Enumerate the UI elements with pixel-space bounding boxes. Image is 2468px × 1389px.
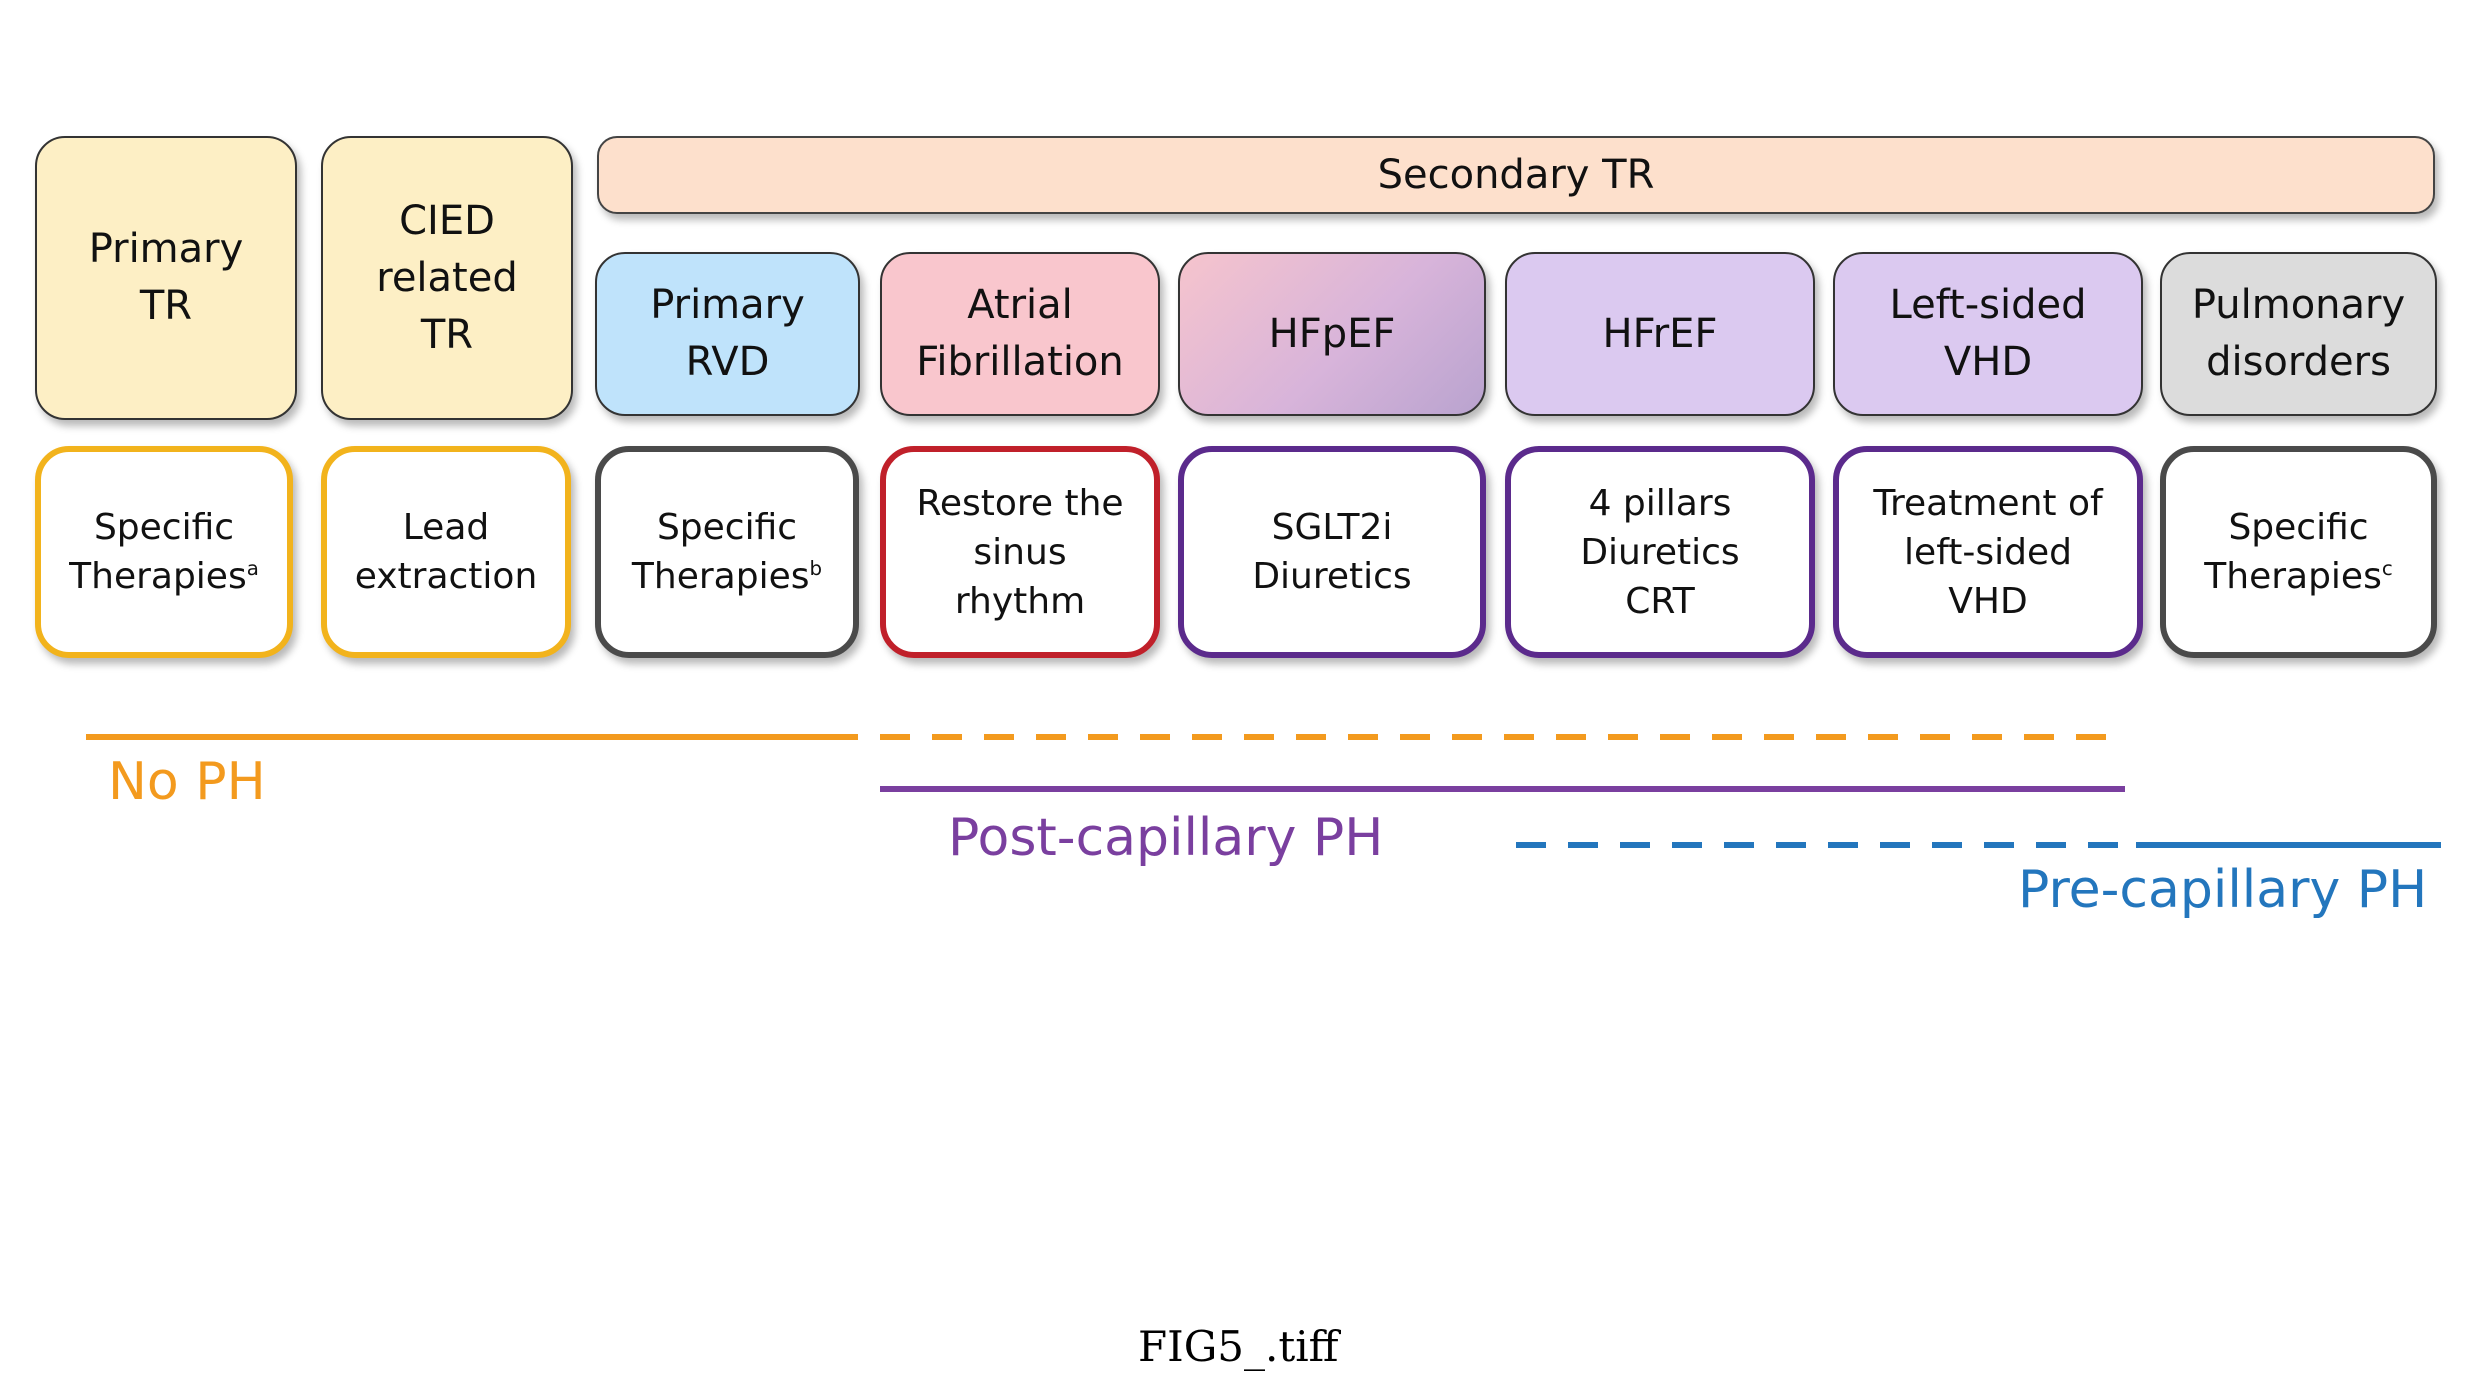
no-ph-dashed-line <box>880 734 2125 740</box>
therapy-line: Treatment of <box>1873 482 2103 524</box>
therapy-text: Therapies <box>631 556 810 597</box>
therapy-specific-therapies-c: Specific Therapiesc <box>2160 446 2437 658</box>
cause-line: Primary <box>650 282 805 328</box>
cause-cied-related-tr: CIED related TR <box>321 136 573 420</box>
cause-line: CIED <box>399 197 495 244</box>
therapy-line: Therapiesb <box>632 552 822 601</box>
no-ph-solid-line <box>86 734 858 740</box>
therapy-specific-therapies-a: Specific Therapiesa <box>35 446 293 658</box>
therapy-line: Therapiesa <box>69 552 259 601</box>
therapy-line: 4 pillars <box>1588 482 1732 524</box>
therapy-line: Therapiesc <box>2204 552 2392 601</box>
footnote-marker: c <box>2381 557 2393 580</box>
therapy-treatment-left-sided-vhd: Treatment of left-sided VHD <box>1833 446 2143 658</box>
cause-line: HFrEF <box>1602 310 1718 357</box>
footnote-marker: a <box>246 557 259 580</box>
cause-primary-rvd: Primary RVD <box>595 252 860 416</box>
therapy-line: Lead <box>402 507 490 548</box>
therapy-text: Therapies <box>69 556 247 597</box>
cause-line: VHD <box>1943 339 2033 385</box>
therapy-lead-extraction: Lead extraction <box>321 446 571 658</box>
cause-line: RVD <box>685 339 770 385</box>
therapy-line: Specific <box>2228 507 2369 548</box>
pre-capillary-solid-line <box>2136 842 2441 848</box>
therapy-specific-therapies-b: Specific Therapiesb <box>595 446 859 658</box>
secondary-tr-label: Secondary TR <box>1377 152 1655 198</box>
therapy-line: rhythm <box>954 580 1086 622</box>
therapy-line: VHD <box>1948 580 2028 622</box>
footnote-marker: b <box>809 557 823 580</box>
therapy-restore-sinus-rhythm: Restore the sinus rhythm <box>880 446 1160 658</box>
pre-capillary-ph-label: Pre-capillary PH <box>2018 860 2428 920</box>
no-ph-label: No PH <box>108 752 266 812</box>
therapy-4-pillars-diuretics-crt: 4 pillars Diuretics CRT <box>1505 446 1815 658</box>
therapy-line: SGLT2i <box>1271 507 1393 548</box>
cause-line: related <box>376 254 518 301</box>
cause-line: Pulmonary <box>2191 282 2406 328</box>
therapy-line: CRT <box>1625 580 1695 622</box>
therapy-line: Diuretics <box>1252 556 1412 597</box>
cause-hfref: HFrEF <box>1505 252 1815 416</box>
therapy-sglt2i-diuretics: SGLT2i Diuretics <box>1178 446 1486 658</box>
therapy-line: sinus <box>973 531 1067 573</box>
pre-capillary-dashed-line <box>1516 842 2128 848</box>
therapy-line: Specific <box>93 507 235 548</box>
cause-line: TR <box>420 311 474 358</box>
figure-caption: FIG5_.tiff <box>1138 1322 1339 1371</box>
post-capillary-ph-label: Post-capillary PH <box>948 808 1384 868</box>
cause-line: Atrial <box>967 282 1073 328</box>
cause-left-sided-vhd: Left-sided VHD <box>1833 252 2143 416</box>
therapy-line: left-sided <box>1904 531 2072 573</box>
cause-atrial-fibrillation: Atrial Fibrillation <box>880 252 1160 416</box>
cause-pulmonary-disorders: Pulmonary disorders <box>2160 252 2437 416</box>
therapy-line: Diuretics <box>1580 531 1740 573</box>
cause-hfpef: HFpEF <box>1178 252 1486 416</box>
therapy-text: Therapies <box>2204 556 2382 597</box>
cause-line: Fibrillation <box>916 339 1124 385</box>
cause-line: Left-sided <box>1889 282 2087 328</box>
cause-line: TR <box>139 283 193 329</box>
post-capillary-line <box>880 786 2125 792</box>
cause-primary-tr: Primary TR <box>35 136 297 420</box>
cause-line: disorders <box>2206 339 2391 385</box>
secondary-tr-banner: Secondary TR <box>597 136 2435 214</box>
therapy-line: extraction <box>354 556 538 597</box>
cause-line: HFpEF <box>1268 310 1396 357</box>
therapy-line: Specific <box>656 507 798 548</box>
cause-line: Primary <box>88 226 244 272</box>
therapy-line: Restore the <box>916 482 1124 524</box>
